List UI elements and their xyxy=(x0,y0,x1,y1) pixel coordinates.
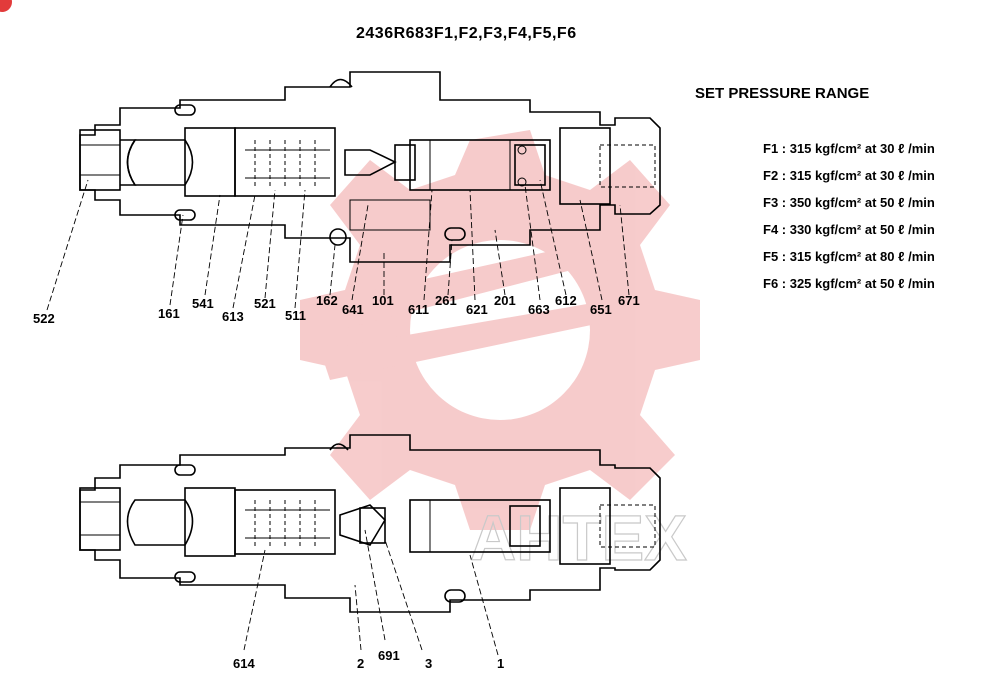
pressure-row-f5: F5 : 315 kgf/cm² at 80 ℓ /min xyxy=(763,249,935,264)
set-pressure-list: F1 : 315 kgf/cm² at 30 ℓ /min F2 : 315 k… xyxy=(763,141,935,291)
corner-badge xyxy=(0,0,12,12)
part-label: 663 xyxy=(528,302,550,317)
part-label: 621 xyxy=(466,302,488,317)
part-label: 521 xyxy=(254,296,276,311)
bottom-part-labels: 614 2 691 3 1 xyxy=(233,648,504,671)
part-label: 522 xyxy=(33,311,55,326)
part-label: 541 xyxy=(192,296,214,311)
part-label: 641 xyxy=(342,302,364,317)
part-label: 101 xyxy=(372,293,394,308)
pressure-row-f6: F6 : 325 kgf/cm² at 50 ℓ /min xyxy=(763,276,935,291)
pressure-row-f2: F2 : 315 kgf/cm² at 30 ℓ /min xyxy=(763,168,935,183)
top-valve-section xyxy=(79,71,661,263)
pressure-row-f4: F4 : 330 kgf/cm² at 50 ℓ /min xyxy=(763,222,935,237)
part-label: 691 xyxy=(378,648,400,663)
part-label: 261 xyxy=(435,293,457,308)
pressure-row-f3: F3 : 350 kgf/cm² at 50 ℓ /min xyxy=(763,195,935,210)
part-label: 3 xyxy=(425,656,432,671)
top-leader-lines xyxy=(46,179,630,311)
part-label: 1 xyxy=(497,656,504,671)
watermark-text: AHTEX xyxy=(470,502,687,574)
pressure-row-f1: F1 : 315 kgf/cm² at 30 ℓ /min xyxy=(763,141,935,156)
part-label: 651 xyxy=(590,302,612,317)
part-label: 614 xyxy=(233,656,255,671)
part-label: 2 xyxy=(357,656,364,671)
part-label: 671 xyxy=(618,293,640,308)
part-label: 611 xyxy=(408,302,429,317)
part-label: 162 xyxy=(316,293,338,308)
part-label: 201 xyxy=(494,293,516,308)
bottom-leader-lines xyxy=(243,529,499,656)
bottom-valve-section xyxy=(79,434,661,613)
part-label: 511 xyxy=(285,308,306,323)
part-label: 161 xyxy=(158,306,180,321)
set-pressure-heading: SET PRESSURE RANGE xyxy=(695,85,869,102)
part-label: 612 xyxy=(555,293,577,308)
top-part-labels: 522 161 541 613 521 511 162 641 101 611 … xyxy=(33,293,640,326)
drawing-title: 2436R683F1,F2,F3,F4,F5,F6 xyxy=(356,25,577,42)
part-label: 613 xyxy=(222,309,244,324)
